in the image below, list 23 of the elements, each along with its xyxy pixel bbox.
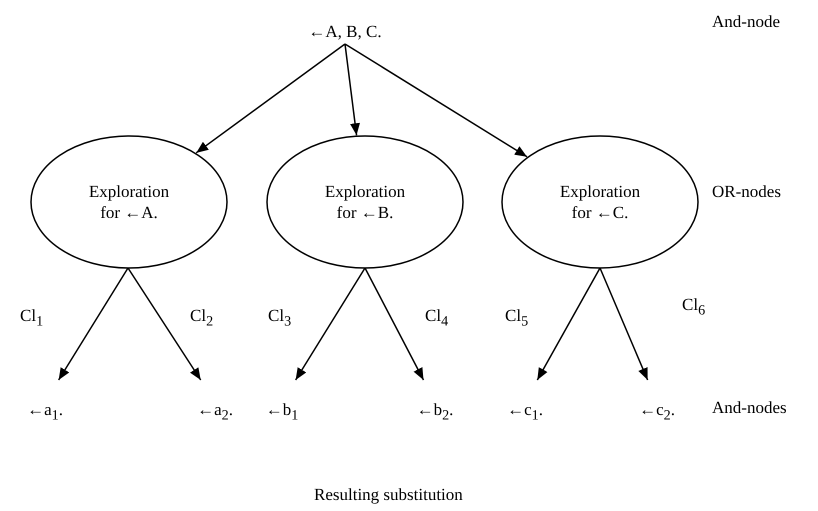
arrow	[344, 44, 360, 136]
level-label: OR-nodes	[712, 182, 781, 202]
arrow	[599, 268, 648, 380]
node-label: ←a$_{1}$.	[10, 380, 80, 424]
arrow	[294, 268, 366, 380]
level-label: And-nodes	[712, 398, 787, 418]
node-label: ←a$_{2}$.	[180, 380, 250, 424]
node-label: ←c$_{2}$.	[622, 380, 692, 424]
level-label: Resulting substitution	[314, 485, 463, 506]
node-label: ←b$_{2}$.	[400, 380, 470, 424]
arrow	[58, 268, 129, 380]
node-label: Exploration for ←B.	[324, 180, 406, 224]
level-label: And-node	[712, 12, 780, 32]
node-label: Exploration for ←A.	[88, 180, 170, 224]
arrow	[127, 268, 202, 380]
node-label: Exploration for ←C.	[558, 180, 642, 224]
arrow	[536, 268, 601, 380]
node-label: ←c$_{1}$.	[490, 380, 560, 424]
node-label: ←b$_{1}$	[250, 380, 314, 424]
arrow	[364, 268, 424, 380]
node-label: ←A, B, C.	[290, 2, 400, 42]
arrow	[344, 43, 528, 158]
arrow	[196, 43, 346, 154]
